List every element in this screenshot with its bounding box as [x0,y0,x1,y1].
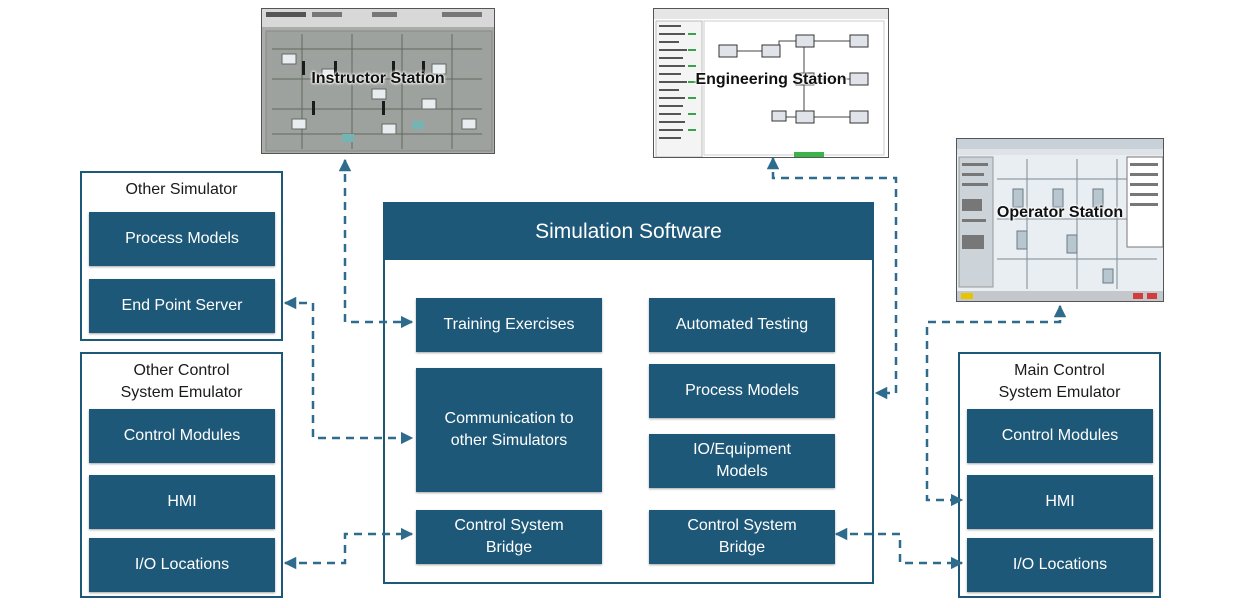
automated-testing-block: Automated Testing [649,298,835,352]
communication-to-other-simulators-block: Communication to other Simulators [416,368,602,492]
sw-process-models-block: Process Models [649,364,835,418]
instructor-station-label: Instructor Station [311,70,445,87]
right-control-system-bridge-block: Control System Bridge [649,510,835,564]
other-simulator-frame: Other Simulator Process Models End Point… [80,171,283,341]
other-emulator-io-locations-block: I/O Locations [89,538,275,592]
instructor-station-screenshot: Instructor Station [261,8,495,154]
simulation-software-frame: Simulation Software Training Exercises C… [383,202,874,584]
main-emulator-control-modules-block: Control Modules [967,409,1153,463]
end-point-server-block: End Point Server [89,279,275,333]
engineering-station-label: Engineering Station [695,71,847,88]
other-emulator-hmi-block: HMI [89,475,275,529]
other-emulator-title: Other Control System Emulator [120,362,243,401]
main-emulator-hmi-block: HMI [967,475,1153,529]
operator-station-hmi-image [957,139,1163,301]
left-control-system-bridge-block: Control System Bridge [416,510,602,564]
engineering-station-logic-image [654,9,888,157]
other-emulator-control-modules-block: Control Modules [89,409,275,463]
training-exercises-block: Training Exercises [416,298,602,352]
io-equipment-models-block: IO/Equipment Models [649,434,835,488]
operator-station-screenshot: Operator Station [956,138,1164,302]
other-emulator-frame: Other Control System Emulator Control Mo… [80,352,283,598]
main-emulator-title: Main Control System Emulator [998,362,1121,401]
simulation-software-title: Simulation Software [385,204,872,260]
other-sim-process-models-block: Process Models [89,212,275,266]
operator-station-label: Operator Station [996,204,1124,221]
instructor-station-mimic-image [262,9,494,152]
engineering-station-screenshot: Engineering Station [653,8,889,158]
main-emulator-io-locations-block: I/O Locations [967,538,1153,592]
other-simulator-title: Other Simulator [125,181,238,198]
main-emulator-frame: Main Control System Emulator Control Mod… [958,352,1161,598]
